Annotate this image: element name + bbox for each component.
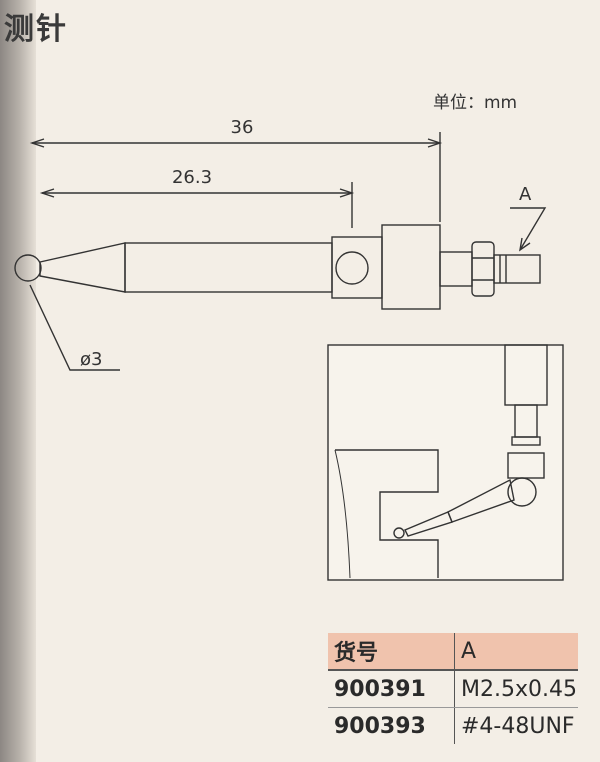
thread-spec: #4-48UNF (461, 713, 575, 739)
dim-26-3-label: 26.3 (172, 167, 212, 188)
thread-callout-label: A (519, 184, 532, 205)
stylus-drawing: 36 26.3 ø3 A (14, 117, 564, 581)
hex-nut (471, 241, 495, 297)
header-thread: A (454, 633, 578, 671)
table-row: 900391 M2.5x0.45 (328, 670, 578, 708)
probe-joint (507, 477, 537, 507)
workpiece (335, 449, 439, 578)
stylus-tip-taper (39, 242, 126, 293)
neck (439, 251, 473, 287)
arrow-left (39, 188, 55, 198)
ball-joint-socket (331, 236, 383, 299)
inset-frame (327, 344, 564, 581)
part-no: 900391 (328, 670, 455, 708)
usage-inset (327, 344, 564, 581)
table-header-row: 货号 A (328, 633, 578, 671)
diameter-leader (29, 284, 120, 371)
stylus-stem (124, 242, 333, 293)
ball-joint (335, 251, 369, 285)
arrow (519, 237, 531, 252)
page-title: 测针 (4, 12, 68, 47)
part-no: 900393 (328, 707, 455, 744)
spec-table: 货号 A 900391 M2.5x0.45 900393 #4-48UNF (328, 633, 578, 744)
thread-callout-leader (510, 207, 547, 251)
thread-end (493, 254, 541, 284)
stylus-ball (14, 254, 42, 282)
collar (381, 224, 441, 310)
header-part-no: 货号 (328, 633, 455, 671)
arrow-left (29, 138, 45, 148)
ball-diameter-label: ø3 (80, 349, 102, 370)
book-spine-shadow (0, 0, 36, 762)
dim-36-label: 36 (231, 117, 254, 138)
thread-spec: M2.5x0.45 (454, 670, 578, 708)
probe-ball (393, 527, 405, 539)
table-row: 900393 #4-48UNF (328, 707, 578, 744)
unit-label: 单位：mm (433, 93, 518, 113)
